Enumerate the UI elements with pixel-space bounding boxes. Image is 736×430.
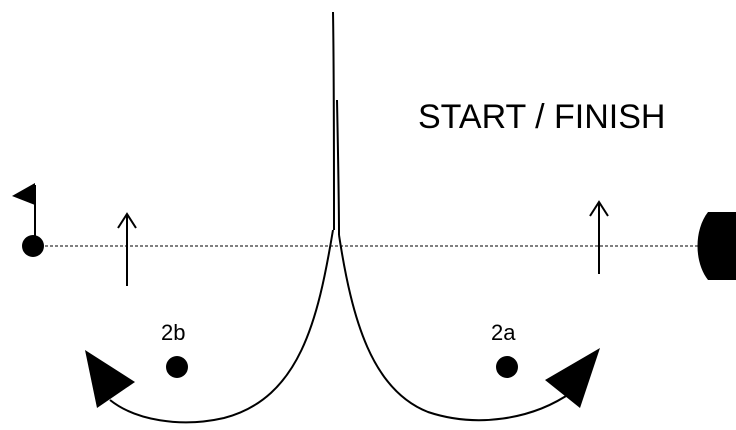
flag-icon <box>12 183 44 257</box>
curved-arrow-icon <box>545 348 600 408</box>
right-curved-route <box>338 234 573 422</box>
start-finish-title: START / FINISH <box>418 98 665 136</box>
marker-label-2a: 2a <box>491 320 516 345</box>
curved-arrow-icon <box>85 350 135 408</box>
finish-post-icon <box>697 212 736 280</box>
marker-label-2b: 2b <box>161 320 185 345</box>
up-arrow-icon <box>589 200 609 274</box>
left-curved-route <box>109 229 334 424</box>
center-line <box>332 11 340 236</box>
up-arrow-icon <box>117 212 137 286</box>
marker-dot-2a <box>496 356 518 378</box>
marker-dot-2b <box>166 356 188 378</box>
